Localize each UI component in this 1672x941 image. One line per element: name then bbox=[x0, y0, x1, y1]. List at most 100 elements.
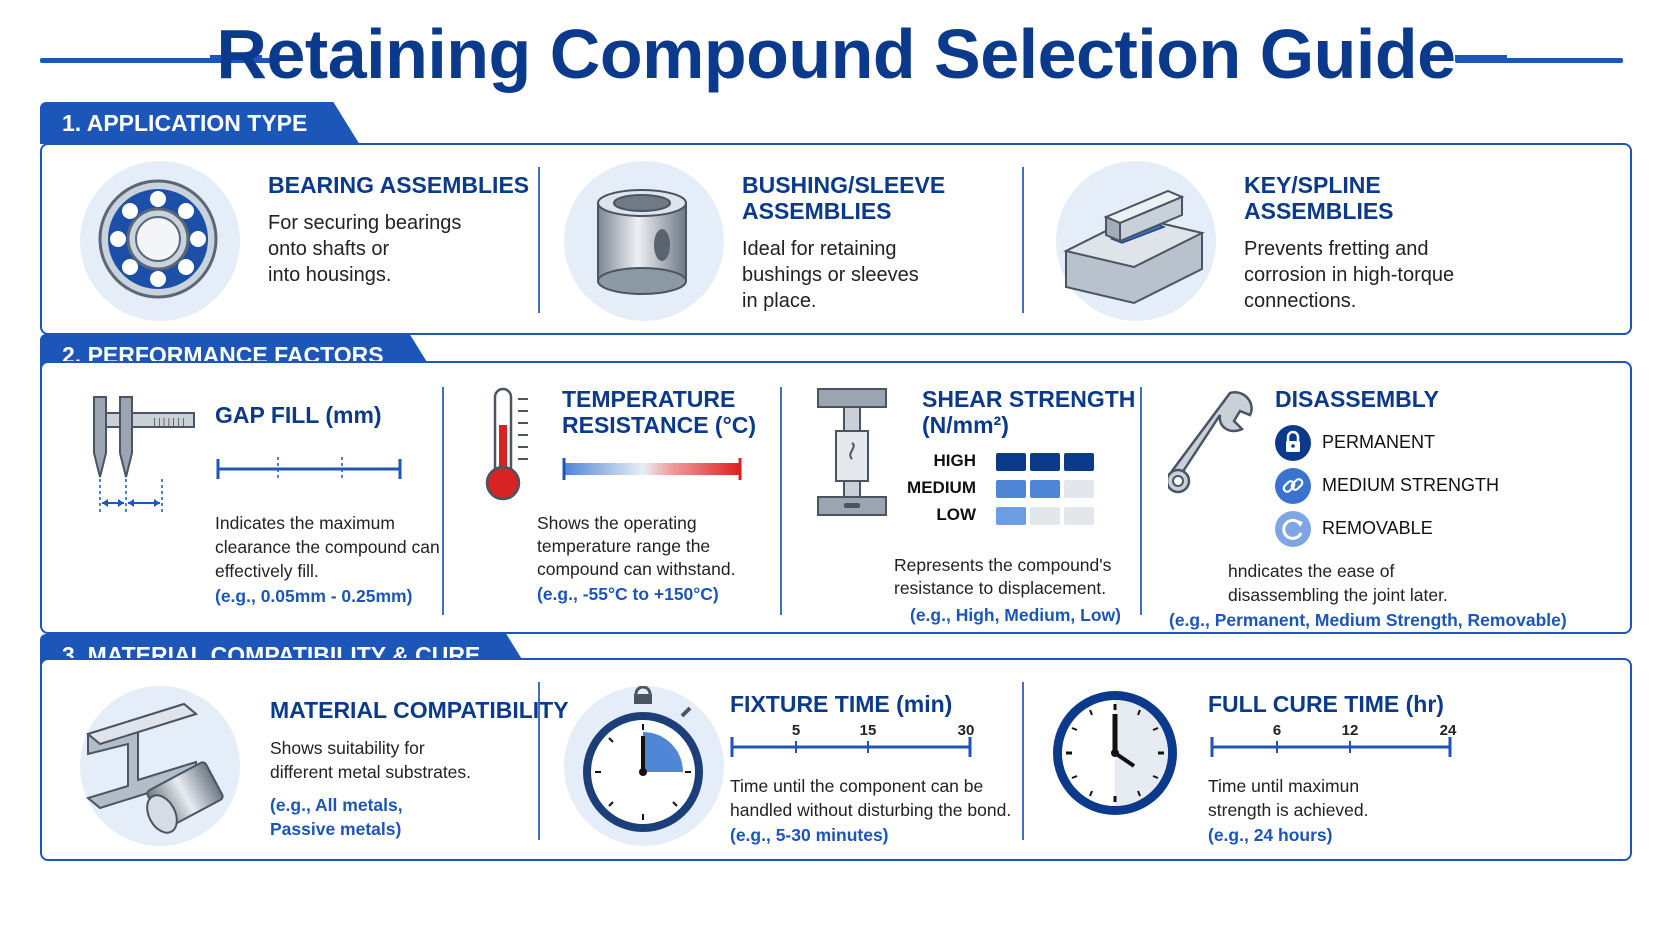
shear-cell-filled bbox=[996, 507, 1026, 525]
svg-text:|||||||: ||||||| bbox=[152, 417, 186, 426]
divider bbox=[1022, 167, 1024, 313]
fixture-heading: FIXTURE TIME (min) bbox=[730, 691, 953, 717]
link-icon bbox=[1275, 468, 1311, 504]
temperature-heading-2: RESISTANCE (°C) bbox=[562, 412, 757, 438]
stopwatch-icon bbox=[564, 686, 724, 846]
shear-cell-empty bbox=[1064, 507, 1094, 525]
metal-stock-icon bbox=[80, 686, 240, 846]
material-example-1: (e.g., All metals, bbox=[270, 795, 403, 815]
shear-desc-1: Represents the compound's bbox=[894, 555, 1112, 575]
fixture-example: (e.g., 5-30 minutes) bbox=[730, 825, 889, 845]
fixture-tick-30: 30 bbox=[957, 722, 975, 739]
gap-fill-example: (e.g., 0.05mm - 0.25mm) bbox=[215, 586, 413, 606]
caliper-icon: ||||||| bbox=[80, 393, 200, 523]
gap-fill-heading: GAP FILL (mm) bbox=[215, 402, 382, 428]
temperature-desc-2: temperature range the bbox=[537, 536, 711, 556]
key-spline-icon bbox=[1056, 161, 1216, 321]
page-title: Retaining Compound Selection Guide bbox=[216, 15, 1456, 93]
disassembly-example: (e.g., Permanent, Medium Strength, Remov… bbox=[1169, 610, 1567, 630]
full-cure-heading: FULL CURE TIME (hr) bbox=[1208, 691, 1444, 717]
gap-fill-desc-2: clearance the compound can bbox=[215, 537, 440, 557]
fixture-tick-15: 15 bbox=[859, 722, 877, 739]
bearing-heading: BEARING ASSEMBLIES bbox=[268, 172, 530, 198]
gap-fill-scale bbox=[216, 457, 402, 481]
disassembly-desc-1: hndicates the ease of bbox=[1228, 561, 1395, 581]
key-spline-heading-1: KEY/SPLINE bbox=[1244, 172, 1381, 198]
title-rule-left bbox=[40, 55, 280, 63]
temperature-example: (e.g., -55°C to +150°C) bbox=[537, 584, 719, 604]
key-spline-desc-1: Prevents fretting and bbox=[1244, 238, 1429, 260]
disassembly-heading: DISASSEMBLY bbox=[1275, 386, 1440, 412]
shear-cell-filled bbox=[996, 453, 1026, 471]
shear-cell-filled bbox=[1030, 480, 1060, 498]
shear-tester-icon bbox=[814, 387, 890, 517]
gap-fill-desc-3: effectively fill. bbox=[215, 561, 319, 581]
full-cure-scale bbox=[1210, 736, 1452, 758]
shear-heading-1: SHEAR STRENGTH bbox=[922, 386, 1136, 412]
full-cure-desc-1: Time until maximun bbox=[1208, 776, 1360, 796]
shear-level-label: HIGH bbox=[933, 451, 977, 470]
bearing-desc-1: For securing bearings bbox=[268, 212, 462, 234]
full-cure-tick-24: 24 bbox=[1439, 722, 1457, 739]
shear-cell-filled bbox=[996, 480, 1026, 498]
material-desc-2: different metal substrates. bbox=[270, 762, 472, 782]
key-spline-desc-3: connections. bbox=[1244, 290, 1357, 312]
temperature-scale bbox=[562, 457, 742, 481]
full-cure-desc-2: strength is achieved. bbox=[1208, 800, 1369, 820]
shear-strength-matrix: HIGH MEDIUM LOW bbox=[886, 451, 1106, 531]
key-spline-heading-2: ASSEMBLIES bbox=[1244, 198, 1394, 224]
temperature-desc-3: compound can withstand. bbox=[537, 559, 736, 579]
bearing-desc-3: into housings. bbox=[268, 264, 392, 286]
divider bbox=[538, 167, 540, 313]
full-cure-example: (e.g., 24 hours) bbox=[1208, 825, 1333, 845]
bearing-icon bbox=[80, 161, 240, 321]
bushing-desc-2: bushings or sleeves bbox=[742, 264, 919, 286]
full-cure-tick-12: 12 bbox=[1341, 722, 1359, 739]
disassembly-desc-2: disassembling the joint later. bbox=[1228, 585, 1448, 605]
temperature-desc-1: Shows the operating bbox=[537, 513, 697, 533]
clock-icon bbox=[1050, 688, 1180, 818]
title-rule-right bbox=[1455, 55, 1623, 63]
divider bbox=[1140, 387, 1142, 615]
shear-example: (e.g., High, Medium, Low) bbox=[910, 605, 1121, 625]
bushing-desc-1: Ideal for retaining bbox=[742, 238, 897, 260]
bushing-heading-2: ASSEMBLIES bbox=[742, 198, 892, 224]
section-application-type: BEARING ASSEMBLIES For securing bearings… bbox=[40, 143, 1632, 335]
full-cure-tick-6: 6 bbox=[1272, 722, 1282, 739]
shear-cell-empty bbox=[1030, 507, 1060, 525]
wrench-icon bbox=[1165, 385, 1258, 495]
thermometer-icon bbox=[482, 385, 542, 505]
gap-fill-desc-1: Indicates the maximum bbox=[215, 513, 395, 533]
shear-heading-2: (N/mm²) bbox=[922, 412, 1009, 438]
bushing-icon bbox=[564, 161, 724, 321]
bushing-heading-1: BUSHING/SLEEVE bbox=[742, 172, 946, 198]
disassembly-removable: REMOVABLE bbox=[1322, 518, 1433, 538]
material-desc-1: Shows suitability for bbox=[270, 738, 425, 758]
section-material-cure: MATERIAL COMPATIBILITY Shows suitability… bbox=[40, 658, 1632, 861]
temperature-heading-1: TEMPERATURE bbox=[562, 386, 736, 412]
bushing-desc-3: in place. bbox=[742, 290, 817, 312]
divider bbox=[538, 682, 540, 840]
divider bbox=[780, 387, 782, 615]
bearing-desc-2: onto shafts or bbox=[268, 238, 390, 260]
material-heading: MATERIAL COMPATIBILITY bbox=[270, 697, 569, 723]
section-tab-application-type: 1. APPLICATION TYPE bbox=[40, 102, 359, 144]
shear-cell-filled bbox=[1064, 453, 1094, 471]
fixture-desc-1: Time until the component can be bbox=[730, 776, 984, 796]
divider bbox=[1022, 682, 1024, 840]
disassembly-permanent: PERMANENT bbox=[1322, 432, 1436, 452]
title-bar: Retaining Compound Selection Guide bbox=[0, 8, 1672, 100]
shear-cell-filled bbox=[1030, 453, 1060, 471]
shear-level-label: LOW bbox=[936, 505, 976, 524]
shear-level-label: MEDIUM bbox=[907, 478, 976, 497]
fixture-desc-2: handled without disturbing the bond. bbox=[730, 800, 1012, 820]
lock-icon bbox=[1275, 425, 1311, 461]
section-performance-factors: ||||||| GAP FILL (mm) Indicates the maxi… bbox=[40, 361, 1632, 634]
material-example-2: Passive metals) bbox=[270, 819, 402, 839]
release-icon bbox=[1275, 511, 1311, 547]
divider bbox=[442, 387, 444, 615]
shear-desc-2: resistance to displacement. bbox=[894, 578, 1107, 598]
fixture-scale bbox=[730, 736, 972, 758]
shear-cell-empty bbox=[1064, 480, 1094, 498]
fixture-tick-5: 5 bbox=[791, 722, 801, 739]
